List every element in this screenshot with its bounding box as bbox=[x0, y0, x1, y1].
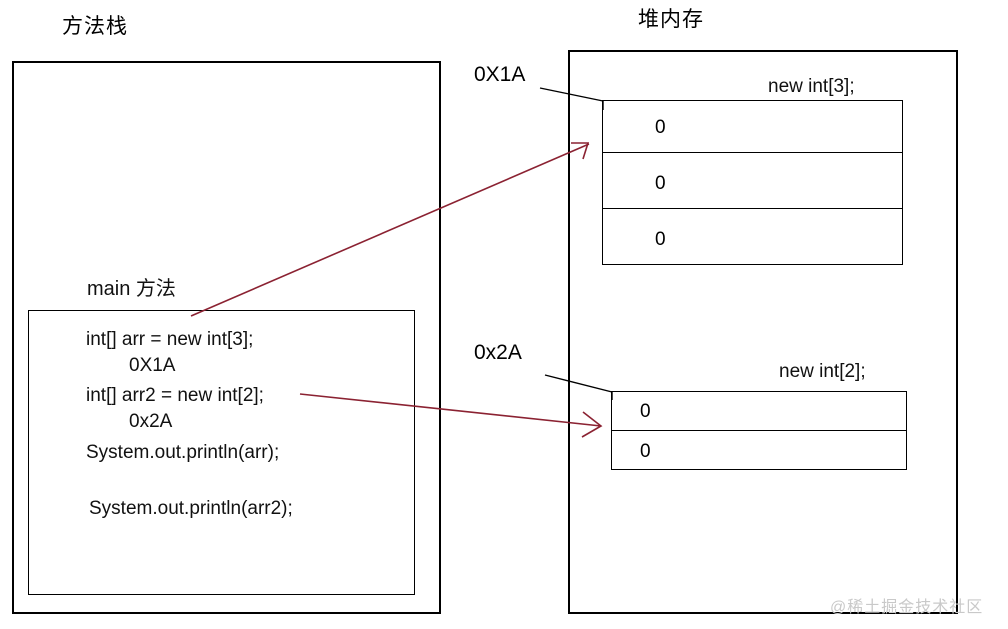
code-line-2-address: 0X1A bbox=[129, 355, 176, 376]
heap-array-0-cell-0: 0 bbox=[655, 117, 666, 138]
heap-title: 堆内存 bbox=[638, 8, 704, 31]
stack-outer-box bbox=[12, 61, 441, 614]
main-method-label: main 方法 bbox=[87, 278, 176, 300]
code-line-3: int[] arr2 = new int[2]; bbox=[86, 385, 264, 406]
code-line-4-address: 0x2A bbox=[129, 411, 173, 432]
heap-array-0-divider-1 bbox=[602, 152, 903, 153]
heap-array-1-divider-1 bbox=[611, 430, 907, 431]
heap-array-0-cell-1: 0 bbox=[655, 173, 666, 194]
code-line-1: int[] arr = new int[3]; bbox=[86, 329, 254, 350]
watermark: @稀土掘金技术社区 bbox=[830, 599, 984, 616]
heap-object-label-1: new int[2]; bbox=[779, 361, 866, 382]
heap-object-label-0: new int[3]; bbox=[768, 76, 855, 97]
heap-address-label-1: 0x2A bbox=[474, 341, 522, 364]
code-line-6: System.out.println(arr2); bbox=[89, 498, 293, 519]
heap-outer-box bbox=[568, 50, 958, 614]
stack-title: 方法栈 bbox=[62, 15, 128, 38]
heap-array-0-cell-2: 0 bbox=[655, 229, 666, 250]
heap-array-1-cell-0: 0 bbox=[640, 401, 651, 422]
heap-array-1-cell-1: 0 bbox=[640, 441, 651, 462]
heap-address-label-0: 0X1A bbox=[474, 63, 526, 86]
heap-array-0-divider-2 bbox=[602, 208, 903, 209]
heap-array-box-0 bbox=[602, 100, 903, 265]
code-line-5: System.out.println(arr); bbox=[86, 442, 280, 463]
